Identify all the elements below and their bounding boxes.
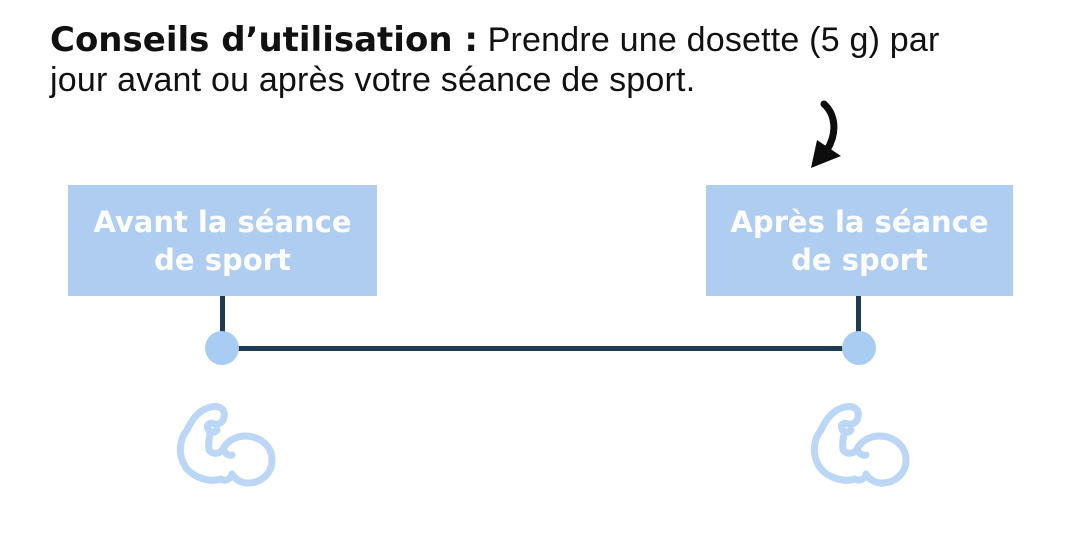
title-line1-rest: Prendre une dosette (5 g) par: [487, 21, 940, 59]
after-session-label-line1: Après la séance: [730, 204, 989, 239]
timeline-dot-left: [205, 331, 239, 365]
timeline-dot-right: [842, 331, 876, 365]
connector-stem-left: [220, 296, 225, 348]
before-session-box: Avant la séance de sport: [68, 185, 377, 296]
before-session-label-line1: Avant la séance: [93, 204, 352, 239]
curved-down-arrow-icon: [811, 100, 841, 168]
after-session-box: Après la séance de sport: [706, 185, 1013, 296]
title-bold-label: Conseils d’utilisation :: [50, 20, 478, 60]
title-line2: jour avant ou après votre séance de spor…: [50, 61, 696, 99]
after-session-label-line2: de sport: [791, 242, 928, 277]
bicep-icon: [810, 403, 910, 487]
page-title: Conseils d’utilisation : Prendre une dos…: [50, 20, 1050, 100]
connector-stem-right: [856, 296, 861, 348]
timeline-line: [222, 346, 859, 351]
before-session-label-line2: de sport: [154, 242, 291, 277]
bicep-icon: [176, 403, 276, 487]
